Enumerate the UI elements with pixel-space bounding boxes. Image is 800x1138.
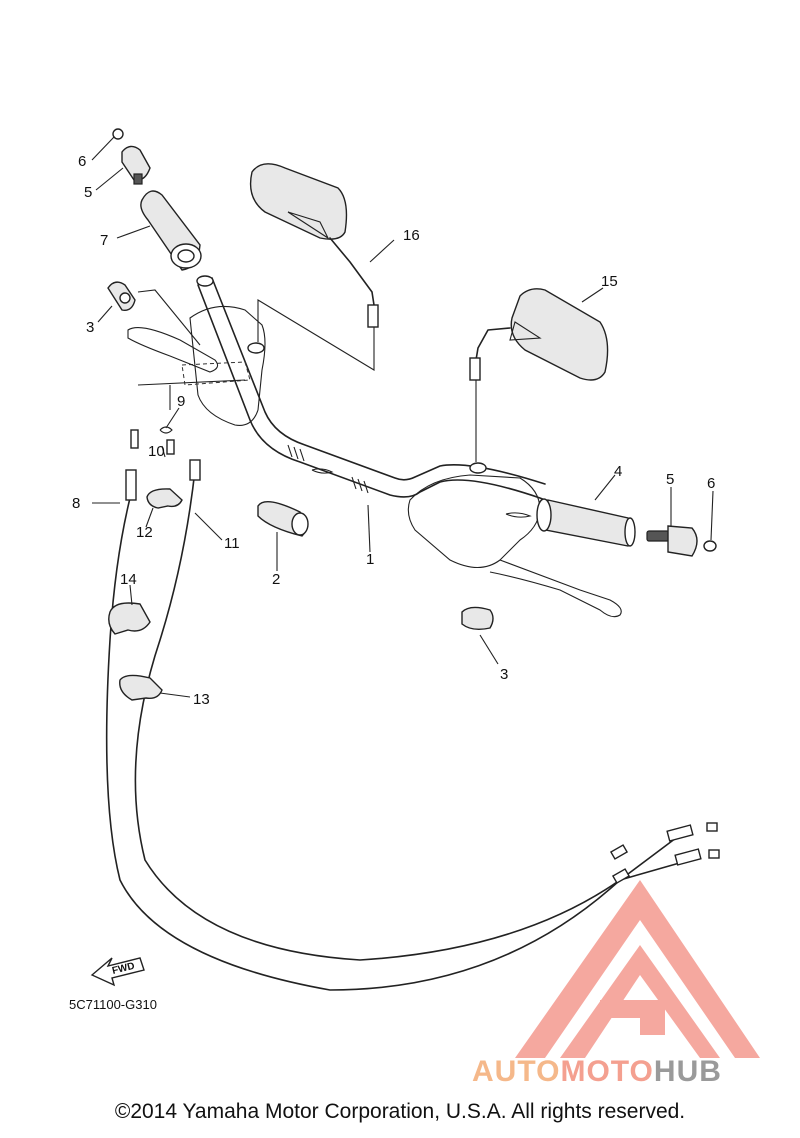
callout-14: 14 xyxy=(120,571,137,588)
grommet-left xyxy=(107,281,136,311)
callout-6-right: 6 xyxy=(707,475,715,492)
watermark-text: AUTOMOTOHUB xyxy=(472,1055,722,1089)
callout-5-right: 5 xyxy=(666,471,674,488)
clamp-12 xyxy=(146,488,183,509)
left-grip xyxy=(140,190,202,271)
fwd-arrow: FWD xyxy=(90,957,145,987)
callout-9: 9 xyxy=(177,393,185,410)
callout-3-left: 3 xyxy=(86,319,94,336)
mirror-left-mount-line xyxy=(257,299,375,371)
copyright-notice: ©2014 Yamaha Motor Corporation, U.S.A. A… xyxy=(114,1100,686,1123)
bar-end-weight-right xyxy=(646,525,717,557)
throttle-holder xyxy=(257,500,309,537)
watermark-auto: AUTO xyxy=(472,1055,561,1088)
callout-7: 7 xyxy=(100,232,108,249)
callout-4: 4 xyxy=(614,463,622,480)
callout-11: 11 xyxy=(224,535,240,552)
switch-mount-line xyxy=(137,379,246,386)
callout-3-right: 3 xyxy=(500,666,508,683)
diagram-code: 5C71100-G310 xyxy=(69,997,157,1012)
callouts: 1 2 3 3 4 5 5 6 6 7 8 9 10 11 12 13 14 1… xyxy=(72,153,715,708)
handlebar xyxy=(196,275,546,518)
watermark-moto: MOTO xyxy=(560,1055,654,1088)
washer-9 xyxy=(159,426,173,434)
left-switch-housing-outline xyxy=(181,305,266,426)
callout-10: 10 xyxy=(148,443,165,460)
watermark-logo xyxy=(515,880,760,1058)
callout-12: 12 xyxy=(136,524,153,541)
mirror-right xyxy=(469,288,609,381)
callout-2: 2 xyxy=(272,571,280,588)
clamp-13 xyxy=(119,674,163,701)
callout-1: 1 xyxy=(366,551,374,568)
right-grip xyxy=(536,498,636,547)
callout-5-left: 5 xyxy=(84,184,92,201)
screw-10 xyxy=(166,439,175,455)
mirror-left xyxy=(249,163,379,328)
right-switch-housing xyxy=(407,462,622,618)
callout-8: 8 xyxy=(72,495,80,512)
callout-15: 15 xyxy=(601,273,618,290)
fwd-label: FWD xyxy=(111,961,136,977)
clutch-lever xyxy=(127,327,219,373)
grommet-right xyxy=(461,606,494,631)
callout-13: 13 xyxy=(193,691,210,708)
bar-end-weight-left xyxy=(112,128,151,185)
watermark-hub: HUB xyxy=(653,1055,722,1088)
callout-6-left: 6 xyxy=(78,153,86,170)
clamp-14 xyxy=(108,602,151,635)
callout-16: 16 xyxy=(403,227,420,244)
callout-leaders xyxy=(91,136,714,698)
